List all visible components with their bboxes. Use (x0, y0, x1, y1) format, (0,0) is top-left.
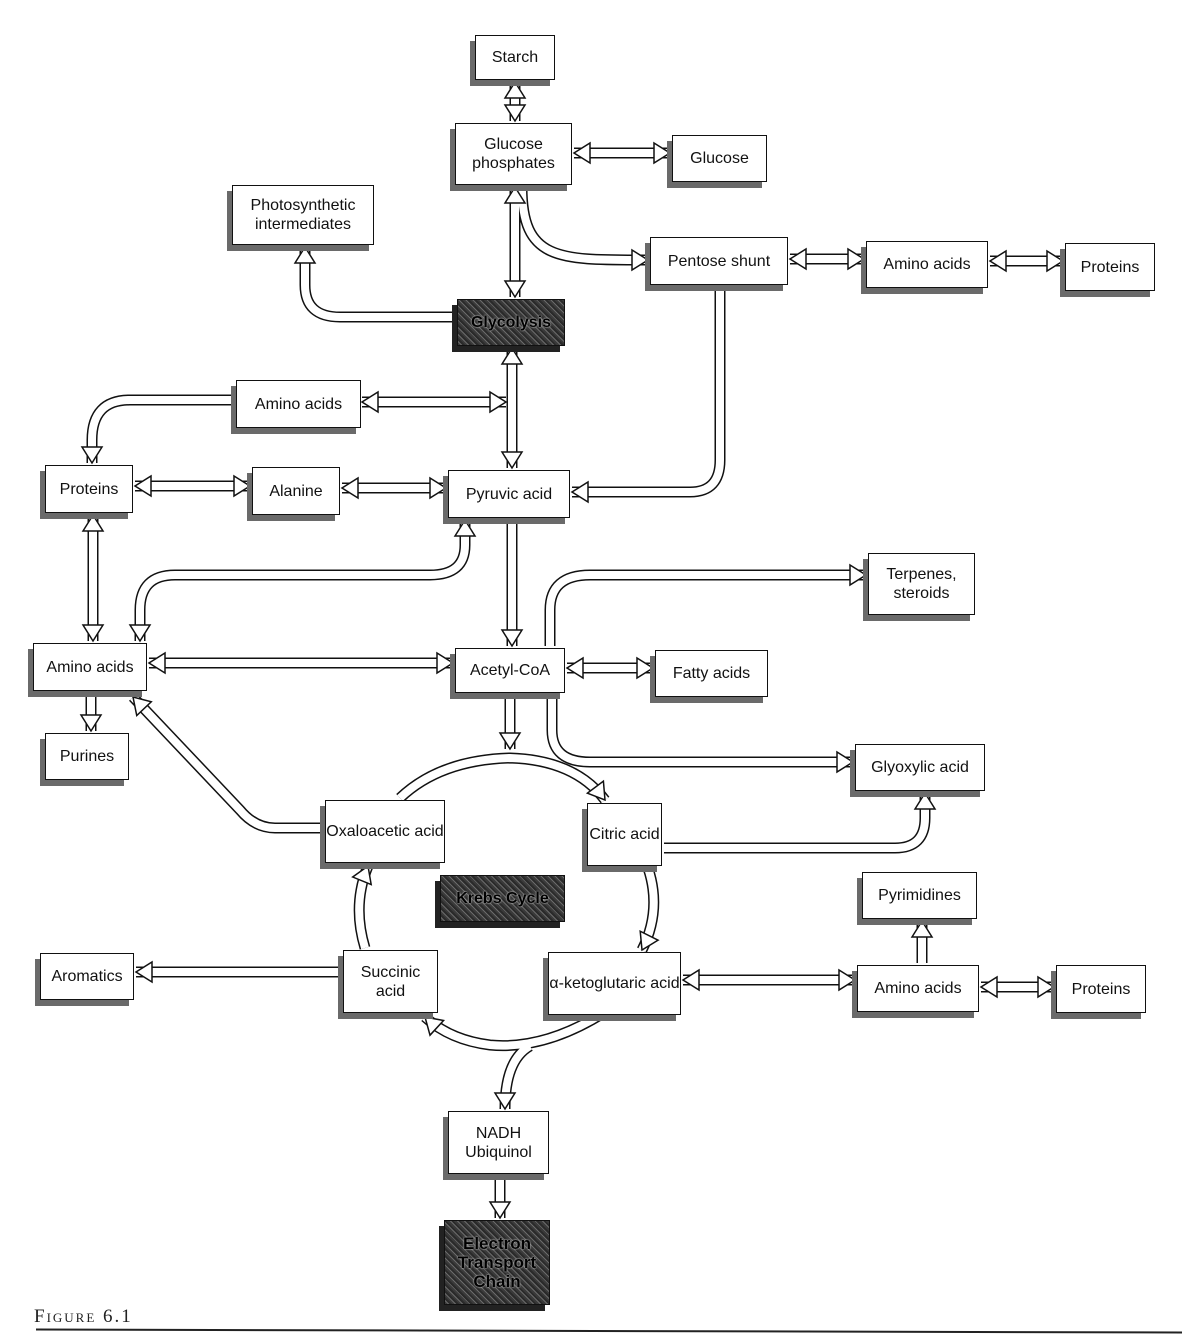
node-citric-acid: Citric acid (587, 803, 662, 866)
arrow-oxaloacetic-amino-left-outline (129, 693, 323, 834)
node-purines: Purines (45, 733, 129, 780)
arrow-amino-mid-proteins (88, 396, 234, 463)
arrowhead-amino-mid-proteins (80, 446, 104, 465)
node-amino-acids-middle: Amino acids (236, 380, 361, 428)
arrowhead-oxaloacetic-amino-left (132, 695, 153, 717)
node-terpenes-steroids: Terpenes, steroids (868, 553, 975, 615)
arrowhead-pentose-pyruvic (570, 480, 589, 504)
node-glucose-phosphates: Glucose phosphates (455, 123, 572, 185)
node-pyrimidines: Pyrimidines (862, 872, 977, 919)
node-glycolysis: Glycolysis (457, 299, 565, 346)
node-electron-transport-chain: Electron Transport Chain (444, 1220, 550, 1305)
arrow-oxaloacetic-amino-left (130, 694, 323, 832)
node-amino-acids-left: Amino acids (33, 643, 147, 691)
node-glyoxylic-acid: Glyoxylic acid (855, 744, 985, 791)
node-proteins-lower-right: Proteins (1056, 965, 1146, 1013)
node-oxaloacetic-acid: Oxaloacetic acid (325, 800, 445, 863)
node-proteins-top-right: Proteins (1065, 243, 1155, 291)
node-alpha-ketoglutaric-acid: α-ketoglutaric acid (548, 952, 681, 1015)
node-aromatics: Aromatics (40, 953, 134, 1000)
node-krebs-cycle: Krebs Cycle (440, 875, 565, 922)
node-amino-acids-lower-right: Amino acids (857, 965, 979, 1012)
arrow-citric-glyoxylic-outline (664, 793, 931, 854)
arrow-acetyl-terpenes-outline (544, 569, 866, 646)
node-fatty-acids: Fatty acids (655, 650, 768, 697)
arrow-pentose-pyruvic-outline (572, 287, 726, 498)
arrowhead-citric-glyoxylic (913, 791, 937, 810)
arrow-glycolysis-photosynthetic-outline (299, 247, 455, 323)
node-photosynthetic-intermediates: Photosynthetic intermediates (232, 185, 374, 245)
node-glucose: Glucose (672, 135, 767, 182)
arrow-oxaloacetic-citric (397, 753, 609, 803)
arrow-pyruvic-amino-left-outline (134, 520, 471, 641)
node-proteins-left: Proteins (45, 465, 133, 513)
node-amino-acids-top-right: Amino acids (866, 241, 988, 288)
arrow-acetyl-glyoxylic-outline (546, 695, 853, 768)
node-nadh-ubiquinol: NADH Ubiquinol (448, 1111, 549, 1174)
arrow-citric-glyoxylic (664, 793, 929, 852)
arrow-glycolysis-photosynthetic (301, 247, 455, 321)
arrow-amino-mid-proteins-outline (86, 394, 234, 463)
node-acetyl-coa: Acetyl-CoA (455, 648, 565, 693)
node-pentose-shunt: Pentose shunt (650, 237, 788, 285)
arrowhead-acetyl-glyoxylic (836, 750, 855, 774)
arrow-pentose-pyruvic (572, 287, 724, 496)
node-starch: Starch (475, 35, 555, 80)
arrow-glucose-phosphates-pentose (518, 186, 649, 265)
figure-caption: Figure 6.1 (34, 1306, 133, 1327)
arrowhead-acetyl-terpenes (849, 563, 868, 587)
arrow-acetyl-glyoxylic (548, 695, 853, 766)
node-alanine: Alanine (252, 467, 340, 515)
node-pyruvic-acid: Pyruvic acid (448, 470, 570, 518)
node-succinic-acid: Succinic acid (343, 950, 438, 1013)
arrowhead-glycolysis-photosynthetic (293, 245, 317, 264)
arrow-acetyl-terpenes (546, 571, 866, 646)
